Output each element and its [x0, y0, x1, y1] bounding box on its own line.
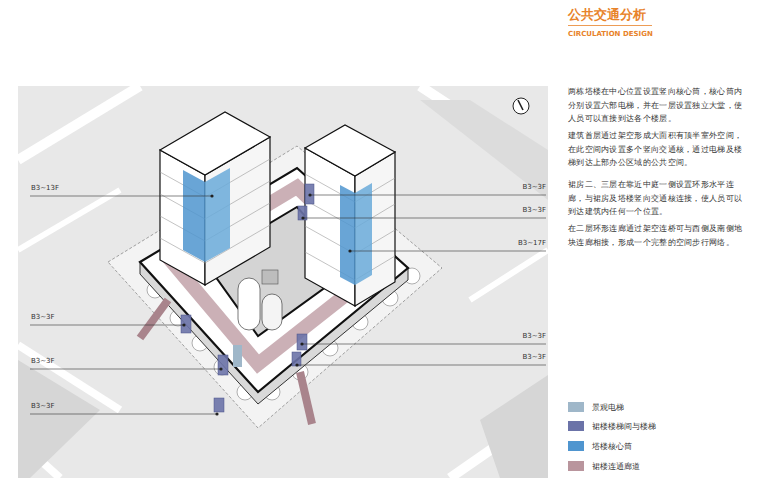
- legend-swatch: [568, 402, 584, 412]
- legend-swatch: [568, 441, 584, 451]
- bridge: [140, 300, 168, 338]
- floor-range-label: B3~13F: [31, 184, 59, 193]
- tower-core: [340, 183, 372, 285]
- scenic-elevator: [233, 345, 242, 367]
- description-paragraph: 建筑首层通过架空形成大面积有顶半室外空间，在此空间内设置多个竖向交通核，通过电梯…: [568, 129, 750, 170]
- road-network: [18, 86, 548, 478]
- right-tower: [305, 125, 395, 306]
- north-arrow: [513, 98, 529, 114]
- courtyard-stair: [262, 270, 278, 284]
- floor-range-label: B3~3F: [486, 206, 546, 215]
- description-paragraph: 两栋塔楼在中心位置设置竖向核心筒，核心筒内分别设置六部电梯，并在一层设置独立大堂…: [568, 85, 750, 126]
- floor-range-label: B3~3F: [31, 357, 55, 366]
- floor-lines: [160, 159, 270, 263]
- description-paragraph: 裙房二、三层在靠近中庭一侧设置环形水平连廊，与裙房及塔楼竖向交通核连接，使人员可…: [568, 178, 750, 219]
- legend-text: 景观电梯: [592, 402, 624, 413]
- legend-text: 裙楼连通廊道: [592, 461, 640, 472]
- courtyard-volume: [262, 294, 282, 330]
- left-tower: [160, 112, 270, 285]
- legend-text: 裙楼楼梯间与楼梯: [592, 421, 656, 432]
- page-subtitle: CIRCULATION DESIGN: [568, 30, 748, 39]
- floor-range-label: B3~17F: [486, 239, 546, 248]
- description-paragraph: 在二层环形连廊通过架空连桥可与西侧及南侧地块连廊相接，形成一个完整的空间步行网络…: [568, 222, 750, 249]
- legend-text: 塔楼核心筒: [592, 441, 632, 452]
- stair-cores: [181, 184, 314, 412]
- site-boundary: [108, 146, 442, 428]
- floor-range-label: B3~3F: [486, 332, 546, 341]
- courtyard-volume: [238, 278, 260, 330]
- map-ground: [18, 86, 548, 478]
- floor-range-label: B3~3F: [31, 313, 55, 322]
- floor-range-label: B3~3F: [31, 402, 55, 411]
- land-parcel: [18, 360, 100, 478]
- title-underline: [568, 25, 652, 26]
- tower-core: [183, 168, 230, 262]
- land-parcel: [420, 100, 548, 200]
- floor-range-label: B3~3F: [486, 183, 546, 192]
- bridge: [300, 372, 312, 424]
- floor-range-label: B3~3F: [486, 353, 546, 362]
- legend-swatch: [568, 461, 584, 471]
- leader-dots: [182, 193, 351, 415]
- land-parcel: [480, 375, 548, 478]
- page-title: 公共交通分析: [568, 6, 646, 24]
- leader-lines: [30, 195, 546, 414]
- legend-swatch: [568, 421, 584, 431]
